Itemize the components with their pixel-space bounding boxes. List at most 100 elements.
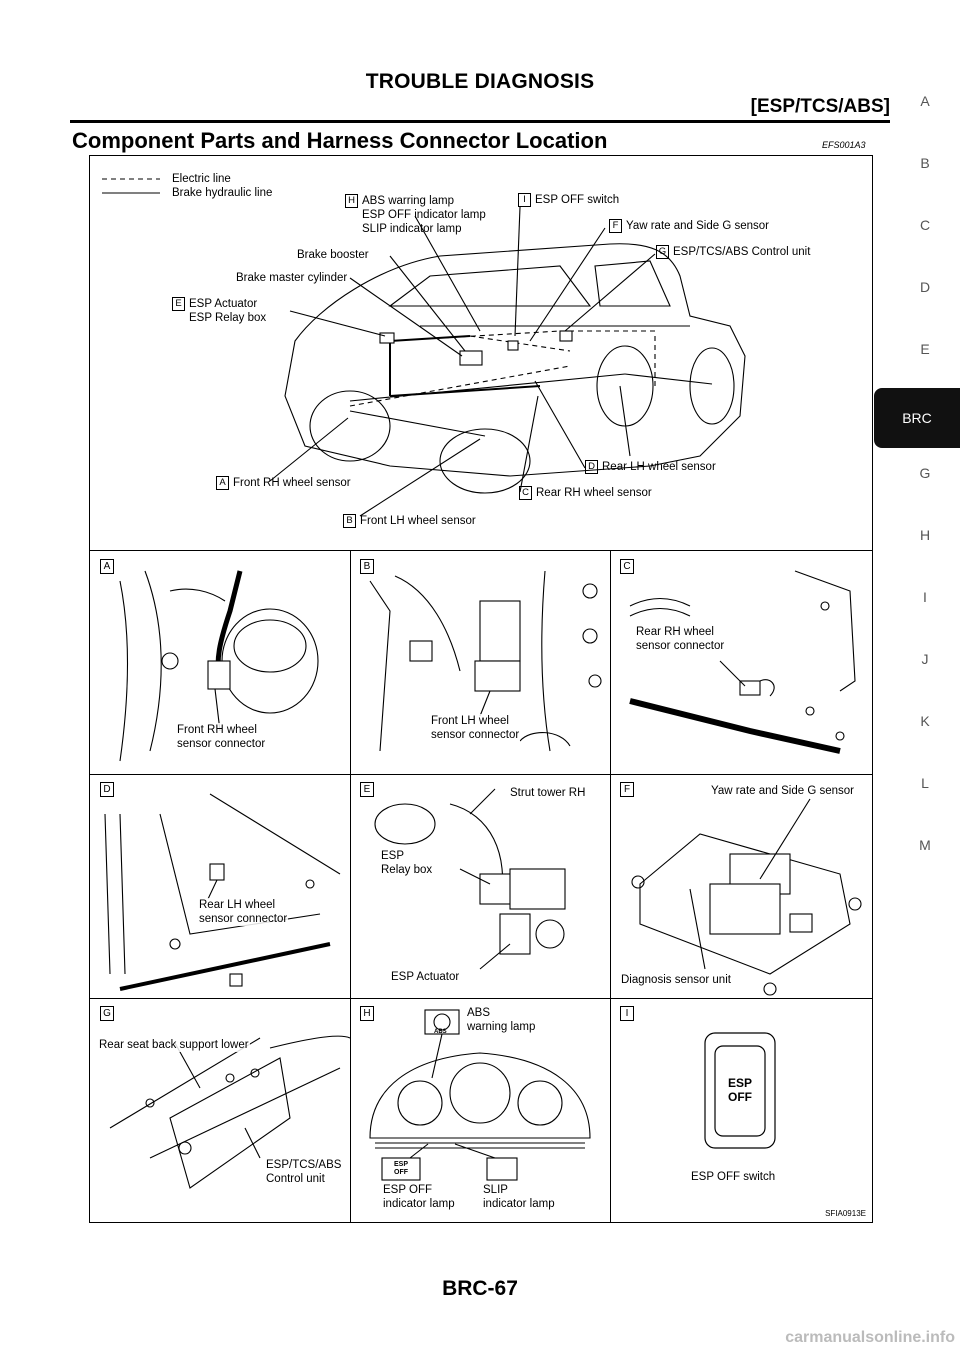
panel-e-relay-label: ESP Relay box <box>380 849 434 877</box>
panel-b: B Front LH wheel sensor connector <box>350 551 611 775</box>
callout-b-letter: B <box>343 514 356 528</box>
panel-d-letter: D <box>100 782 114 797</box>
section-code: EFS001A3 <box>822 140 866 150</box>
panel-f-diag-label: Diagnosis sensor unit <box>620 973 732 987</box>
panel-i-label: ESP OFF switch <box>690 1170 777 1184</box>
figure-id: SFIA0913E <box>825 1209 866 1218</box>
vehicle-overview: Electric line Brake hydraulic line H ABS … <box>90 156 872 551</box>
tab-j[interactable]: J <box>921 651 929 667</box>
panel-e-illustration <box>374 788 566 970</box>
panel-c-label: Rear RH wheel sensor connector <box>635 625 726 653</box>
callout-brake-booster: Brake booster <box>297 249 369 261</box>
panel-d: D Rear LH wheel sensor connector <box>90 774 351 999</box>
callout-g: G ESP/TCS/ABS Control unit <box>656 245 810 259</box>
panel-h-espoff-label: ESP OFF indicator lamp <box>382 1183 456 1211</box>
panel-a-letter: A <box>100 559 114 574</box>
callout-master-cylinder: Brake master cylinder <box>236 272 348 284</box>
tab-i[interactable]: I <box>923 589 927 605</box>
callout-f: F Yaw rate and Side G sensor <box>609 219 769 233</box>
callout-a-letter: A <box>216 476 229 490</box>
callout-e-letter: E <box>172 297 185 311</box>
panel-d-illustration <box>104 793 341 991</box>
callout-b: B Front LH wheel sensor <box>343 514 476 528</box>
panel-f-letter: F <box>620 782 634 797</box>
figure-frame: Electric line Brake hydraulic line H ABS … <box>89 155 873 1223</box>
esp-off-lamp-icon: ESP OFF <box>393 1161 408 1176</box>
header-rule <box>70 120 890 123</box>
callout-f-letter: F <box>609 219 622 233</box>
panel-g-letter: G <box>100 1006 114 1021</box>
tab-h[interactable]: H <box>919 527 931 543</box>
tab-l[interactable]: L <box>921 775 929 791</box>
callout-b-text: Front LH wheel sensor <box>360 515 476 528</box>
panel-i: I ESP OFF ESP OFF switch SFIA0913E <box>610 998 872 1222</box>
callout-d-text: Rear LH wheel sensor <box>602 461 716 474</box>
watermark: carmanualsonline.info <box>785 1329 955 1346</box>
callout-e-text: ESP Actuator ESP Relay box <box>189 298 267 324</box>
panel-h-abs-label: ABS warning lamp <box>466 1006 537 1034</box>
callout-a: A Front RH wheel sensor <box>216 476 351 490</box>
vehicle-illustration <box>102 178 746 517</box>
tab-brc[interactable]: BRC <box>874 388 960 448</box>
panel-a-label: Front RH wheel sensor connector <box>176 723 267 751</box>
panel-h-slip-label: SLIP indicator lamp <box>482 1183 556 1211</box>
panel-g-illustration <box>109 1035 350 1189</box>
tab-a[interactable]: A <box>920 93 930 109</box>
panel-b-letter: B <box>360 559 374 574</box>
callout-h: H ABS warring lamp ESP OFF indicator lamp… <box>345 180 486 236</box>
panel-e-actuator-label: ESP Actuator <box>390 970 461 984</box>
panel-h: H ABS ESP OFF ABS warning lamp ESP OFF i… <box>350 998 611 1222</box>
panel-b-illustration <box>369 570 602 752</box>
callout-c: C Rear RH wheel sensor <box>519 486 652 500</box>
panel-g: G Rear seat back support lower ESP/TCS/A… <box>90 998 351 1222</box>
panel-d-label: Rear LH wheel sensor connector <box>198 898 289 926</box>
callout-c-text: Rear RH wheel sensor <box>536 487 652 500</box>
panel-c-letter: C <box>620 559 634 574</box>
panel-i-letter: I <box>620 1006 634 1021</box>
panel-b-label: Front LH wheel sensor connector <box>430 714 521 742</box>
callout-f-text: Yaw rate and Side G sensor <box>626 220 769 233</box>
callout-e: E ESP Actuator ESP Relay box <box>172 297 266 325</box>
panel-f-sensor-label: Yaw rate and Side G sensor <box>710 784 855 798</box>
page-header-subtitle: [ESP/TCS/ABS] <box>750 96 890 117</box>
panel-e-letter: E <box>360 782 374 797</box>
panel-f-illustration <box>631 798 862 996</box>
tab-c[interactable]: C <box>919 217 931 233</box>
legend-electric-line: Electric line <box>172 173 231 185</box>
panel-a-illustration <box>119 570 319 762</box>
panel-c: C Rear RH wheel sensor connector <box>610 551 872 775</box>
tab-e[interactable]: E <box>920 341 930 357</box>
callout-a-text: Front RH wheel sensor <box>233 477 351 490</box>
callout-i-letter: I <box>518 193 531 207</box>
esp-off-switch-face: ESP OFF <box>727 1076 752 1104</box>
callout-h-text: ABS warring lamp ESP OFF indicator lamp … <box>362 195 486 235</box>
panel-e: E Strut tower RH ESP Relay box ESP Actua… <box>350 774 611 999</box>
panel-h-letter: H <box>360 1006 374 1021</box>
callout-h-letter: H <box>345 194 358 208</box>
panel-i-illustration <box>704 1032 776 1149</box>
page-number: BRC-67 <box>442 1277 518 1300</box>
page-header-title: TROUBLE DIAGNOSIS <box>365 70 595 93</box>
callout-g-letter: G <box>656 245 669 259</box>
callout-d: D Rear LH wheel sensor <box>585 460 716 474</box>
panel-c-illustration <box>629 570 856 754</box>
abs-lamp-icon: ABS <box>434 1029 447 1035</box>
callout-i-text: ESP OFF switch <box>535 194 620 207</box>
panel-e-strut-label: Strut tower RH <box>509 786 587 800</box>
panel-g-support-label: Rear seat back support lower <box>98 1038 250 1052</box>
section-title: Component Parts and Harness Connector Lo… <box>72 128 608 153</box>
tab-d[interactable]: D <box>919 279 931 295</box>
callout-g-text: ESP/TCS/ABS Control unit <box>673 246 811 259</box>
tab-k[interactable]: K <box>920 713 930 729</box>
tab-g[interactable]: G <box>919 465 931 481</box>
panel-g-unit-label: ESP/TCS/ABS Control unit <box>265 1158 343 1186</box>
panel-f: F Yaw rate and Side G sensor Diagnosis s… <box>610 774 872 999</box>
callout-c-letter: C <box>519 486 532 500</box>
panel-a: A Front RH wheel sensor connector <box>90 551 351 775</box>
tab-m[interactable]: M <box>919 837 931 853</box>
tab-b[interactable]: B <box>920 155 930 171</box>
callout-d-letter: D <box>585 460 598 474</box>
callout-i: I ESP OFF switch <box>518 193 619 207</box>
legend-hydraulic-line: Brake hydraulic line <box>172 187 273 199</box>
panel-h-illustration <box>369 1009 591 1181</box>
